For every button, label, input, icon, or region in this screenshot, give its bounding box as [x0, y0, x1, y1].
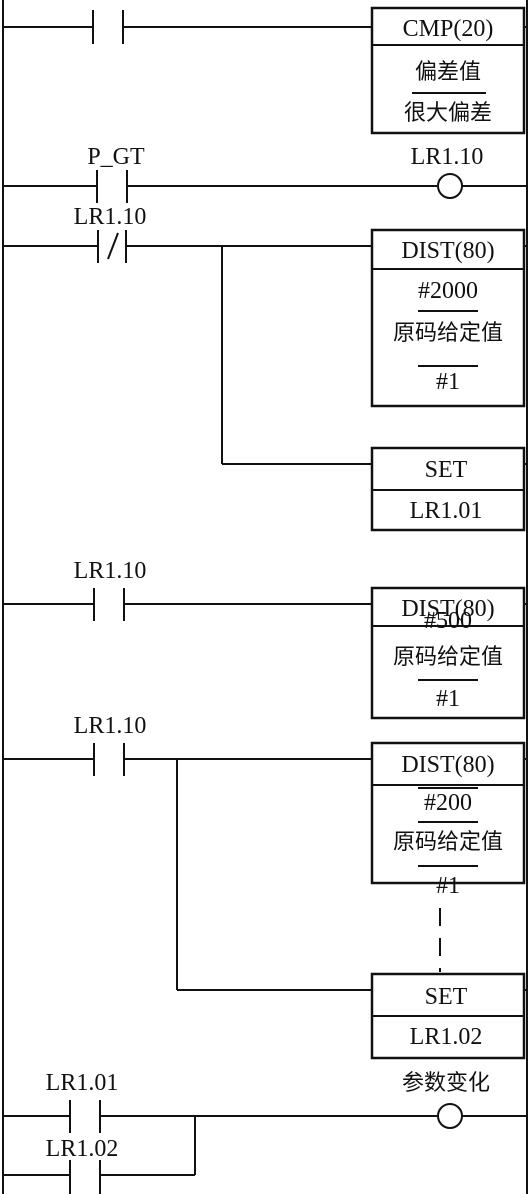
rung-6: LR1.01 LR1.02 参数变化	[3, 1070, 527, 1194]
dist-instruction-box: DIST(80) #200 原码给定值 #1	[370, 741, 526, 899]
operand-2: 原码给定值	[393, 321, 503, 346]
contact-label: LR1.10	[74, 204, 147, 230]
operand-2: 原码给定值	[393, 645, 503, 670]
instruction-op: DIST(80)	[401, 596, 494, 622]
contact-label: LR1.10	[74, 558, 147, 584]
instruction-op: DIST(80)	[401, 238, 494, 264]
rung-2: P_GT LR1.10	[3, 144, 527, 203]
dist-instruction-box: DIST(80) #2000 原码给定值 #1	[370, 228, 526, 408]
no-contact-2	[69, 1160, 101, 1194]
rung-4: LR1.10 DIST(80) #500 原码给定值 #1	[3, 558, 527, 720]
contact-label: P_GT	[87, 144, 145, 170]
rung-3: LR1.10 DIST(80) #2000 原码给定值 #1 SET LR1.0…	[3, 204, 527, 532]
no-contact	[93, 743, 125, 776]
coil-label: 参数变化	[402, 1071, 490, 1096]
operand-1: 偏差值	[415, 60, 481, 85]
rung-1: CMP(20) 偏差值 很大偏差	[3, 6, 527, 135]
contact-label-2: LR1.02	[46, 1136, 119, 1162]
coil-label: LR1.10	[411, 144, 484, 170]
operand-3: #1	[436, 686, 460, 712]
no-contact	[69, 1100, 101, 1133]
operand: LR1.01	[410, 498, 483, 524]
instruction-op: DIST(80)	[401, 752, 494, 778]
operand-1: #2000	[418, 278, 478, 304]
contact-label: LR1.01	[46, 1070, 119, 1096]
no-contact	[93, 588, 125, 621]
contact-label: LR1.10	[74, 713, 147, 739]
operand-3: #1	[436, 873, 460, 899]
output-coil	[437, 173, 463, 199]
set-instruction-box: SET LR1.02	[370, 972, 526, 1060]
no-contact	[96, 170, 128, 203]
set-instruction-box: SET LR1.01	[370, 446, 526, 532]
operand-2: 很大偏差	[404, 101, 492, 126]
cmp-instruction-box: CMP(20) 偏差值 很大偏差	[370, 6, 526, 135]
operand-1: #500	[424, 608, 472, 634]
instruction-op: CMP(20)	[403, 16, 494, 42]
rung-5: LR1.10 DIST(80) #200 原码给定值 #1 SET LR1.02	[3, 713, 527, 1060]
operand: LR1.02	[410, 1024, 483, 1050]
nc-contact	[97, 230, 127, 263]
output-coil	[437, 1103, 463, 1129]
instruction-op: SET	[425, 984, 468, 1010]
instruction-op: SET	[425, 457, 468, 483]
no-contact	[92, 10, 124, 44]
dist-instruction-box: DIST(80) #500 原码给定值 #1	[370, 586, 526, 720]
operand-3: #1	[436, 369, 460, 395]
operand-2: 原码给定值	[393, 830, 503, 855]
operand-1: #200	[424, 790, 472, 816]
